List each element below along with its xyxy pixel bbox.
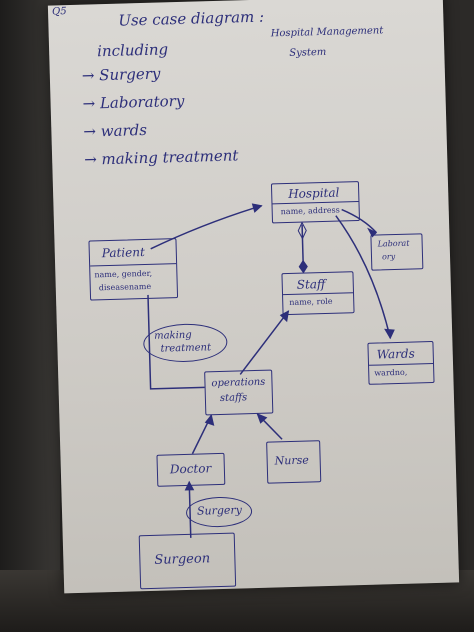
aggregation-diamond-top — [297, 221, 307, 240]
hospital-to-wards-arrow — [335, 215, 392, 339]
wards-attributes: wardno, — [374, 367, 408, 378]
hospital-class-box: Hospital name, address — [270, 181, 361, 224]
making-treatment-line2: treatment — [160, 342, 212, 355]
nurse-label: Nurse — [274, 453, 309, 468]
hospital-attributes: name, address — [280, 205, 340, 217]
wards-divider — [369, 363, 434, 366]
laboratory-label-line2: ory — [381, 252, 396, 262]
notebook-page: Q5 Use case diagram : Hospital Managemen… — [47, 0, 460, 594]
surgeon-box: Surgeon — [138, 532, 237, 590]
staff-class-box: Staff name, role — [281, 271, 355, 316]
surgeon-label: Surgeon — [154, 551, 211, 568]
nurse-box: Nurse — [266, 440, 322, 484]
hospital-to-laboratory-arrow — [341, 208, 377, 234]
aggregation-diamond-bottom — [298, 259, 308, 274]
operations-to-staff-arrow — [239, 310, 290, 375]
arrowhead-wards — [384, 328, 395, 340]
connector-layer — [147, 203, 395, 538]
wards-class-box: Wards wardno, — [367, 340, 435, 385]
staff-class-name: Staff — [296, 276, 326, 292]
laboratory-label-line1: Laborat — [377, 238, 410, 249]
hospital-divider — [272, 201, 359, 205]
arrowhead-operations-2 — [256, 413, 268, 424]
arrowhead-staff — [279, 310, 290, 323]
patient-to-hospital-arrow — [150, 205, 262, 250]
patient-to-operations-line — [147, 294, 205, 390]
hospital-class-name: Hospital — [288, 185, 340, 201]
wards-class-name: Wards — [376, 346, 415, 362]
arrowhead-laboratory — [367, 227, 378, 238]
operations-staffs-line2: staffs — [219, 392, 248, 404]
laboratory-box: Laborat ory — [370, 233, 424, 271]
patient-class-box: Patient name, gender, diseasename — [88, 238, 179, 301]
operations-staffs-box: operations staffs — [204, 369, 274, 416]
patient-class-name: Patient — [101, 245, 145, 261]
doctor-label: Doctor — [169, 461, 212, 477]
staff-attributes: name, role — [289, 296, 333, 308]
doctor-box: Doctor — [156, 452, 226, 487]
arrowhead-doctor — [184, 480, 195, 491]
patient-attributes-line1: name, gender, — [94, 268, 153, 280]
staff-divider — [283, 292, 354, 296]
making-treatment-line1: making — [153, 329, 192, 342]
surgeon-to-doctor-arrow — [188, 481, 192, 538]
arrowhead-hospital — [251, 203, 263, 213]
operations-staffs-line1: operations — [211, 376, 266, 390]
surgery-label: Surgery — [196, 503, 243, 518]
patient-divider — [90, 263, 177, 267]
patient-attributes-line2: diseasename — [98, 281, 152, 293]
arrowhead-operations-1 — [204, 414, 215, 426]
